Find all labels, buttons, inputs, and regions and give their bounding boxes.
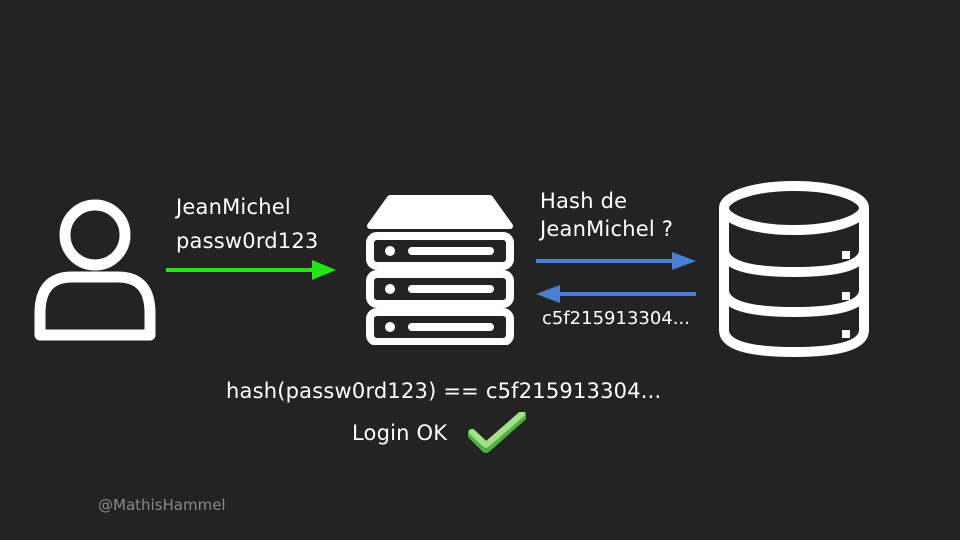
hash-comparison: hash(passw0rd123) == c5f215913304...	[226, 379, 662, 403]
server-icon	[366, 195, 514, 345]
user-icon	[34, 199, 156, 341]
author-handle: @MathisHammel	[98, 496, 226, 514]
query-line-1: Hash de	[540, 189, 628, 213]
login-arrow	[166, 260, 336, 280]
credential-username: JeanMichel	[176, 195, 291, 219]
credential-password: passw0rd123	[176, 229, 319, 253]
login-result: Login OK	[352, 421, 448, 445]
response-hash: c5f215913304...	[542, 308, 690, 329]
query-line-2: JeanMichel ?	[540, 217, 674, 241]
check-icon	[468, 412, 526, 453]
query-arrow	[536, 252, 696, 270]
database-icon	[719, 181, 869, 358]
response-arrow	[536, 285, 696, 303]
